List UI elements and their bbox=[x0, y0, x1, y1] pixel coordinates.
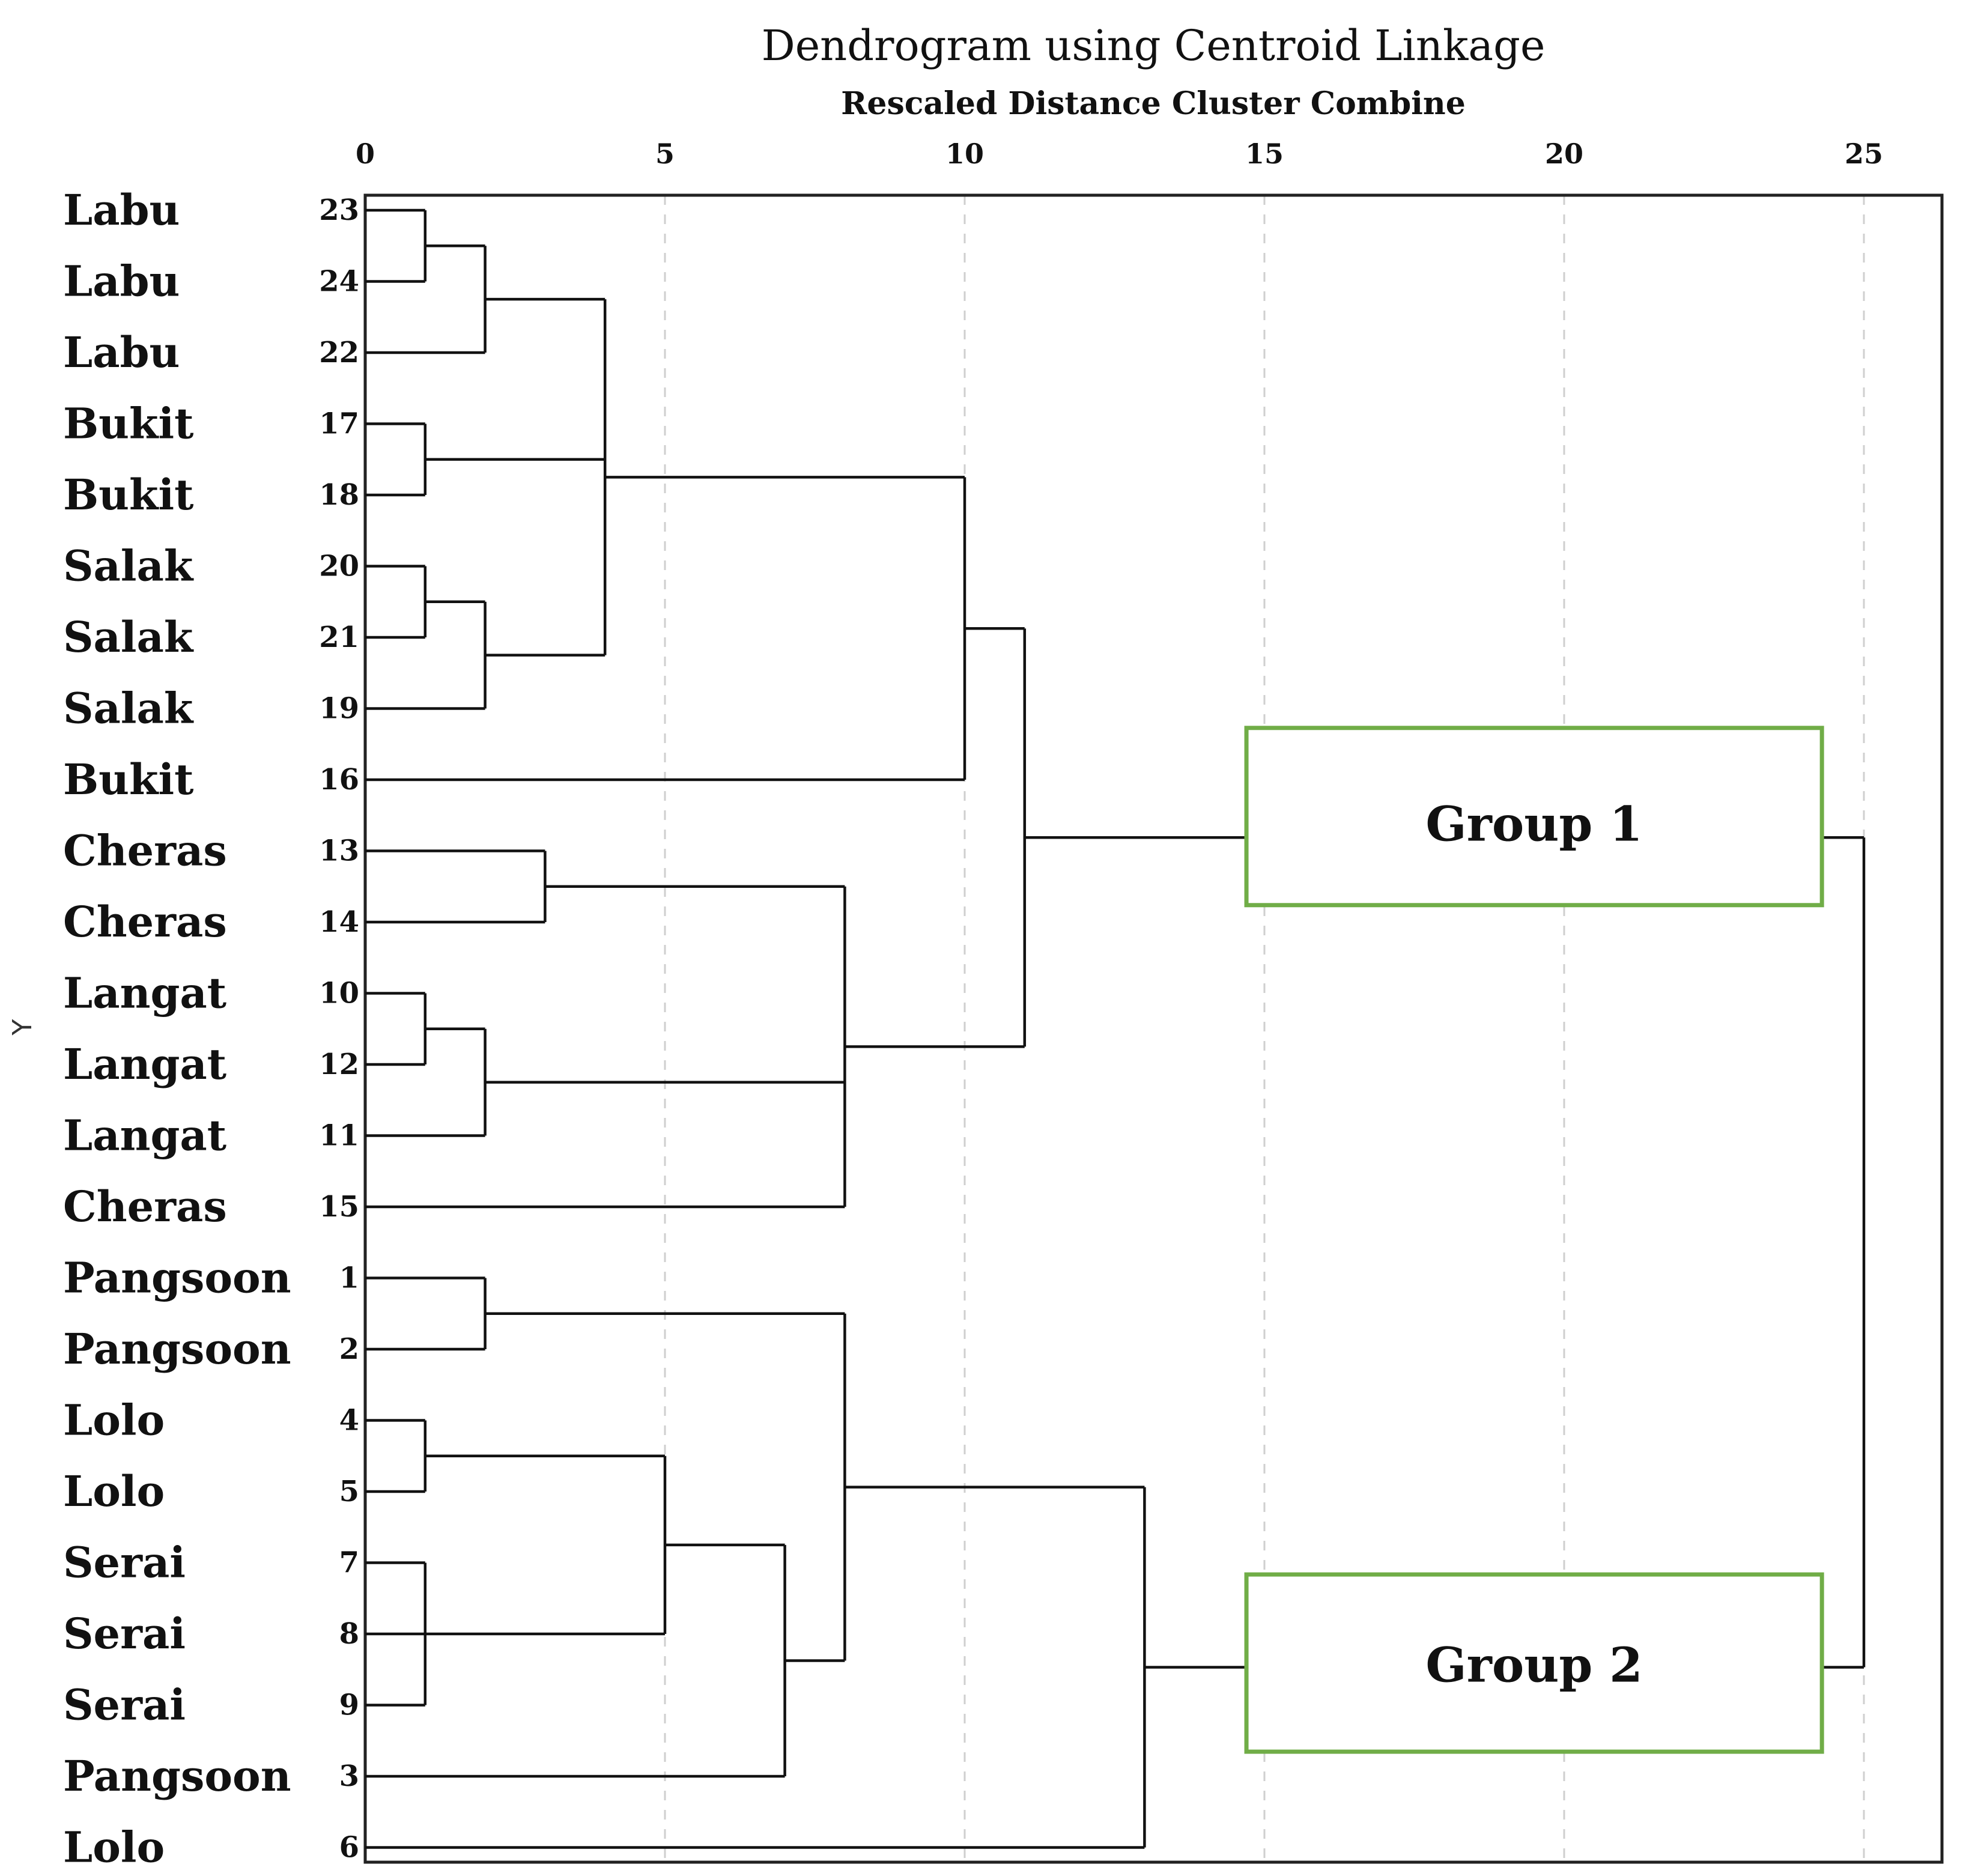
leaf-number: 22 bbox=[319, 336, 359, 369]
leaf-label: Labu bbox=[63, 185, 180, 235]
x-tick-label: 20 bbox=[1545, 138, 1583, 170]
leaf-label: Langat bbox=[63, 1039, 226, 1089]
leaf-label: Labu bbox=[63, 327, 180, 377]
leaf-label: Lolo bbox=[63, 1466, 165, 1516]
leaf-number: 15 bbox=[319, 1190, 359, 1224]
y-axis-label: Y bbox=[7, 1019, 38, 1036]
leaf-number: 21 bbox=[319, 621, 359, 654]
group-box bbox=[1244, 726, 1824, 908]
x-axis-ticks: 0 5 10 15 20 25 bbox=[356, 138, 1883, 170]
x-tick-label: 15 bbox=[1245, 138, 1284, 170]
leaf-label: Lolo bbox=[63, 1395, 165, 1445]
x-tick-label: 5 bbox=[655, 138, 675, 170]
leaf-label: Serai bbox=[63, 1609, 186, 1659]
leaf-label: Serai bbox=[63, 1538, 186, 1588]
leaf-number: 18 bbox=[319, 478, 359, 512]
leaf-number: 3 bbox=[339, 1759, 359, 1793]
leaf-label: Serai bbox=[63, 1680, 186, 1730]
leaf-label: Pangsoon bbox=[63, 1324, 291, 1374]
leaf-label: Labu bbox=[63, 257, 180, 306]
leaf-number: 9 bbox=[339, 1689, 359, 1722]
leaf-label: Pangsoon bbox=[63, 1751, 291, 1801]
leaf-label: Salak bbox=[63, 541, 194, 591]
group-label: Group 1 bbox=[1425, 795, 1642, 852]
group-label: Group 2 bbox=[1425, 1637, 1642, 1693]
leaf-number: 6 bbox=[339, 1831, 359, 1865]
leaf-label: Pangsoon bbox=[63, 1253, 291, 1303]
leaf-number: 12 bbox=[319, 1048, 359, 1081]
x-tick-label: 25 bbox=[1845, 138, 1883, 170]
leaf-number: 13 bbox=[319, 834, 359, 868]
leaf-label: Cheras bbox=[63, 1182, 227, 1231]
leaf-number: 4 bbox=[339, 1404, 359, 1437]
leaf-label: Bukit bbox=[63, 399, 194, 449]
plot-frame bbox=[363, 193, 1944, 1864]
leaf-label: Cheras bbox=[63, 897, 227, 947]
leaf-label: Langat bbox=[63, 968, 226, 1018]
leaf-number: 23 bbox=[319, 193, 359, 227]
leaf-label: Langat bbox=[63, 1111, 226, 1161]
leaf-number: 10 bbox=[319, 977, 359, 1010]
leaf-label: Cheras bbox=[63, 826, 227, 876]
chart-subtitle: Rescaled Distance Cluster Combine bbox=[841, 85, 1466, 122]
leaf-number: 16 bbox=[319, 763, 359, 797]
group-annotations: Group 1 Group 2 bbox=[1244, 726, 1824, 1754]
leaf-number: 7 bbox=[339, 1546, 359, 1580]
x-tick-label: 10 bbox=[945, 138, 984, 170]
leaf-label: Salak bbox=[63, 684, 194, 733]
leaf-number: 14 bbox=[319, 905, 359, 939]
leaf-label: Lolo bbox=[63, 1823, 165, 1872]
group-box bbox=[1244, 1572, 1824, 1754]
leaf-number: 5 bbox=[339, 1475, 359, 1508]
leaf-number: 17 bbox=[319, 407, 359, 441]
leaf-number: 11 bbox=[319, 1119, 359, 1153]
leaf-number: 24 bbox=[319, 265, 359, 299]
leaf-number: 2 bbox=[339, 1332, 359, 1366]
leaf-number: 19 bbox=[319, 692, 359, 726]
leaf-number: 8 bbox=[339, 1617, 359, 1651]
leaf-number: 20 bbox=[319, 550, 359, 583]
leaf-label: Salak bbox=[63, 612, 194, 662]
leaf-number: 1 bbox=[339, 1261, 359, 1295]
leaf-label: Bukit bbox=[63, 470, 194, 520]
x-tick-label: 0 bbox=[356, 138, 375, 170]
leaf-label: Bukit bbox=[63, 754, 194, 804]
chart-title: Dendrogram using Centroid Linkage bbox=[762, 21, 1546, 70]
